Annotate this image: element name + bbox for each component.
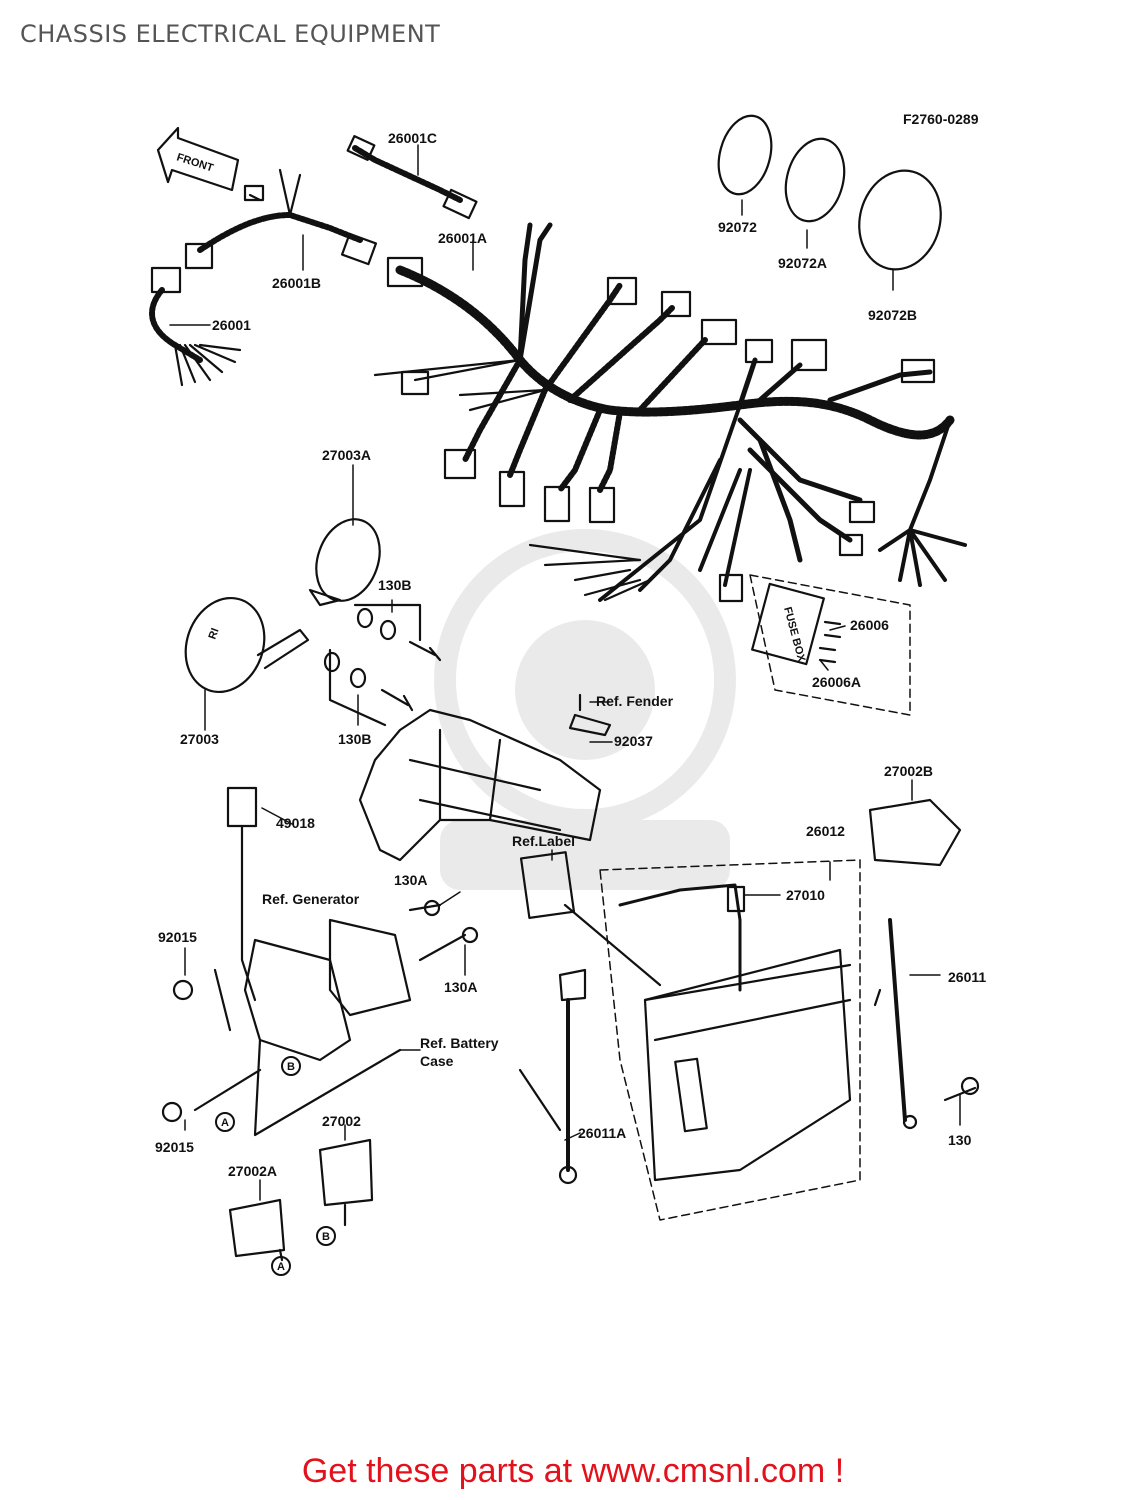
label-27002: 27002: [322, 1113, 361, 1129]
label-26011: 26011: [948, 969, 986, 985]
horn-code: RI: [207, 627, 222, 641]
label-92037: 92037: [614, 733, 653, 749]
label-26001b: 26001B: [272, 275, 321, 291]
label-130: 130: [948, 1132, 972, 1148]
label-26012: 26012: [806, 823, 845, 839]
label-ref-battery: Ref. Battery: [420, 1035, 499, 1051]
label-ref-generator: Ref. Generator: [262, 891, 360, 907]
ref-label-sticker: [519, 851, 576, 920]
label-ref-label: Ref.Label: [512, 833, 575, 849]
marker-a: A: [221, 1117, 229, 1129]
harness-26001c: [352, 145, 463, 203]
fuse-box-code: FUSE BOX: [781, 606, 807, 664]
band-92072: [717, 114, 773, 196]
label-27010: 27010: [786, 887, 825, 903]
unit-27002a: [228, 1198, 286, 1258]
marker-b: B: [287, 1061, 295, 1073]
label-27003: 27003: [180, 731, 219, 747]
label-92072b: 92072B: [868, 307, 917, 323]
battery-26012: [643, 948, 852, 1182]
front-arrow-icon: [156, 126, 240, 192]
label-92072a: 92072A: [778, 255, 827, 271]
harness-26001b: [197, 212, 363, 253]
label-26001: 26001: [212, 317, 251, 333]
battery-frame: [358, 708, 602, 862]
flasher-27002b: [868, 798, 962, 867]
relay-49018: [226, 786, 258, 828]
footer-link[interactable]: Get these parts at www.cmsnl.com !: [301, 1452, 845, 1490]
label-130b-upper: 130B: [378, 577, 411, 593]
page-title: CHASSIS ELECTRICAL EQUIPMENT: [20, 20, 441, 48]
front-arrow-label: FRONT: [175, 151, 215, 174]
label-27003a: 27003A: [322, 447, 371, 463]
label-27002b: 27002B: [884, 763, 933, 779]
figure-code: F2760-0289: [903, 111, 979, 127]
horn-27003: [184, 596, 266, 694]
unit-27002: [318, 1138, 374, 1207]
label-ref-battery-case: Case: [420, 1053, 454, 1069]
label-92015-lower: 92015: [155, 1139, 194, 1155]
label-27002a: 27002A: [228, 1163, 277, 1179]
label-130b-lower: 130B: [338, 731, 371, 747]
marker-a: A: [277, 1261, 285, 1273]
label-26001a: 26001A: [438, 230, 487, 246]
label-92015-upper: 92015: [158, 929, 197, 945]
label-130a-upper: 130A: [394, 872, 427, 888]
fuse-box: [751, 582, 825, 666]
label-26006: 26006: [850, 617, 889, 633]
label-26001c: 26001C: [388, 130, 437, 146]
watermark-logo: [434, 529, 736, 890]
label-ref-fender: Ref. Fender: [596, 693, 674, 709]
regulator: [328, 918, 412, 1017]
band-92072a: [784, 137, 846, 223]
horn-27003a: [315, 518, 381, 602]
harness-26001a: [395, 265, 955, 440]
label-49018: 49018: [276, 815, 315, 831]
label-130a-lower: 130A: [444, 979, 477, 995]
label-26006a: 26006A: [812, 674, 861, 690]
label-26011a: 26011A: [578, 1125, 626, 1141]
label-92072: 92072: [718, 219, 757, 235]
marker-b: B: [322, 1231, 330, 1243]
band-92072b: [858, 169, 942, 271]
